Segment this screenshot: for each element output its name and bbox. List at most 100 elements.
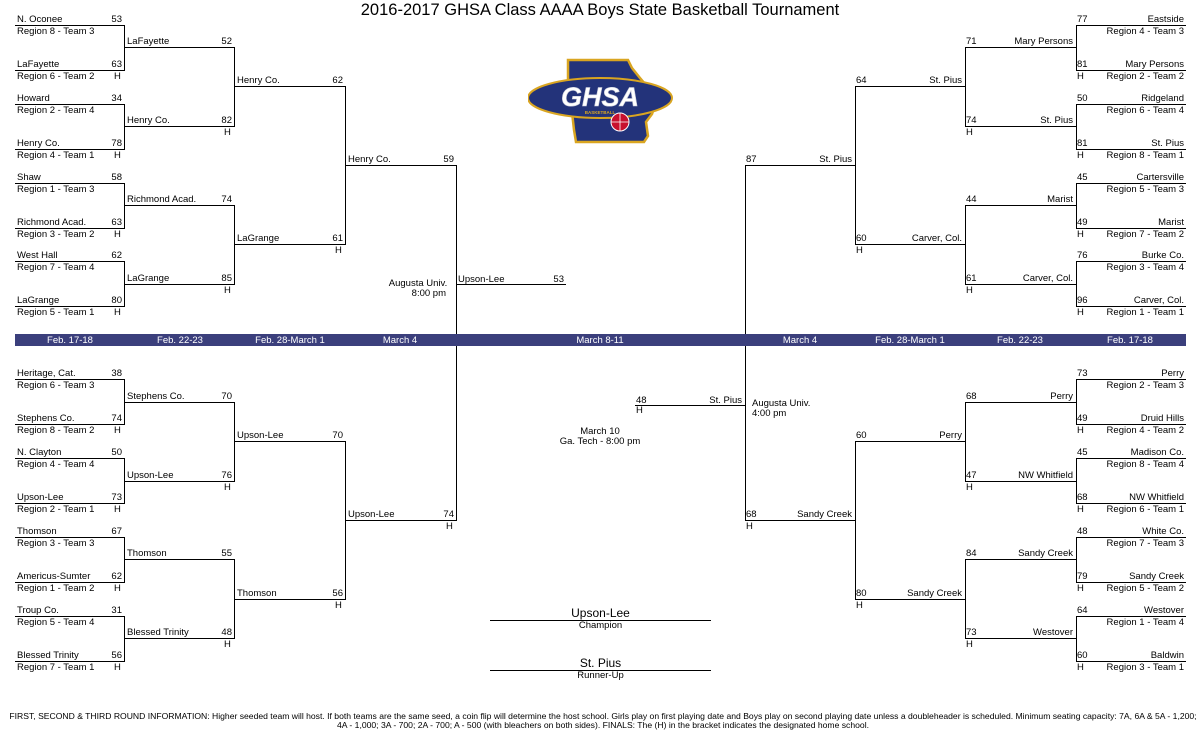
- team-name: NW Whitfield: [1129, 492, 1184, 503]
- r2-line: [965, 638, 1076, 639]
- team-name: Baldwin: [1150, 650, 1184, 661]
- team-score: 52: [221, 36, 232, 47]
- home-indicator: H: [1077, 425, 1084, 436]
- home-indicator: H: [966, 127, 973, 138]
- r3-connector: [855, 86, 856, 245]
- r2-line: [965, 559, 1076, 560]
- r2-line: [124, 402, 234, 403]
- semifinal-line-right: [635, 405, 745, 406]
- semifinal-line-left: [456, 284, 566, 285]
- r1-line: [15, 261, 124, 262]
- team-name: Henry Co.: [17, 138, 60, 149]
- team-score: 64: [856, 75, 867, 86]
- team-score: 77: [1077, 14, 1088, 25]
- team-seed: Region 5 - Team 2: [1106, 583, 1184, 594]
- runner-up-name: St. Pius: [579, 656, 622, 670]
- team-name: Henry Co.: [237, 75, 280, 86]
- r1-line: [1076, 261, 1186, 262]
- team-name: White Co.: [1142, 526, 1184, 537]
- team-seed: Region 3 - Team 2: [17, 229, 95, 240]
- team-score: 96: [1077, 295, 1088, 306]
- r2-line: [965, 481, 1076, 482]
- r1-line: [15, 70, 124, 71]
- team-score: 74: [966, 115, 977, 126]
- home-indicator: H: [1077, 662, 1084, 673]
- r1-line: [15, 616, 124, 617]
- team-seed: Region 6 - Team 2: [17, 71, 95, 82]
- r1-line: [1076, 424, 1186, 425]
- home-indicator: H: [114, 71, 121, 82]
- r3-line: [234, 244, 345, 245]
- home-indicator: H: [446, 521, 453, 532]
- team-score: 76: [1077, 250, 1088, 261]
- team-score: 68: [966, 391, 977, 402]
- team-score: 87: [746, 154, 757, 165]
- home-indicator: H: [856, 600, 863, 611]
- team-name: Blessed Trinity: [17, 650, 79, 661]
- team-score: 80: [856, 588, 867, 599]
- r1-line: [1076, 582, 1186, 583]
- r2-connector: [965, 205, 966, 285]
- round-date-label: March 8-11: [576, 335, 624, 346]
- team-seed: Region 6 - Team 3: [17, 380, 95, 391]
- r1-line: [1076, 616, 1186, 617]
- team-score: 50: [111, 447, 122, 458]
- team-score: 38: [111, 368, 122, 379]
- semifinal-team-score: 48: [636, 395, 647, 406]
- r3-line: [855, 244, 965, 245]
- team-name: Thomson: [17, 526, 57, 537]
- team-seed: Region 2 - Team 1: [17, 504, 95, 515]
- team-score: 74: [443, 509, 454, 520]
- r3-line: [855, 599, 965, 600]
- round-date-label: Feb. 22-23: [997, 335, 1043, 346]
- team-name: St. Pius: [819, 154, 852, 165]
- team-score: 63: [111, 217, 122, 228]
- team-name: Upson-Lee: [17, 492, 64, 503]
- r1-connector: [124, 25, 125, 71]
- r3-line: [234, 599, 345, 600]
- team-score: 62: [332, 75, 343, 86]
- r3-line: [855, 441, 965, 442]
- tournament-rules-note: FIRST, SECOND & THIRD ROUND INFORMATION:…: [9, 711, 1197, 730]
- team-seed: Region 5 - Team 1: [17, 307, 95, 318]
- r1-connector: [124, 616, 125, 662]
- r1-line: [15, 537, 124, 538]
- home-indicator: H: [114, 583, 121, 594]
- team-score: 84: [966, 548, 977, 559]
- round-date-label: March 4: [782, 335, 818, 346]
- home-indicator: H: [966, 639, 973, 650]
- team-name: Eastside: [1147, 14, 1184, 25]
- r2-connector: [234, 47, 235, 127]
- r1-line: [15, 104, 124, 105]
- final-date: March 10: [580, 426, 620, 437]
- team-name: Howard: [17, 93, 50, 104]
- team-score: 78: [111, 138, 122, 149]
- team-name: Carver, Col.: [1022, 273, 1073, 284]
- team-name: Upson-Lee: [237, 430, 284, 441]
- team-score: 58: [111, 172, 122, 183]
- left-semifinal-venue: Augusta Univ.: [388, 278, 448, 289]
- team-score: 70: [221, 391, 232, 402]
- team-score: 74: [111, 413, 122, 424]
- logo-wordmark: GHSA: [561, 82, 639, 112]
- team-name: Richmond Acad.: [17, 217, 87, 228]
- right-semifinal-time: 4:00 pm: [752, 408, 787, 419]
- r2-line: [124, 481, 234, 482]
- team-seed: Region 8 - Team 4: [1106, 459, 1184, 470]
- r1-line: [15, 582, 124, 583]
- r1-line: [15, 458, 124, 459]
- team-name: LaFayette: [127, 36, 170, 47]
- team-seed: Region 2 - Team 3: [1106, 380, 1184, 391]
- team-name: Ridgeland: [1141, 93, 1184, 104]
- ghsa-basketball-logo: GHSA BASKETBALL: [528, 58, 673, 144]
- team-name: Americus-Sumter: [17, 571, 91, 582]
- r1-connector: [1076, 379, 1077, 425]
- r1-line: [1076, 149, 1186, 150]
- team-seed: Region 7 - Team 2: [1106, 229, 1184, 240]
- final-venue: Ga. Tech - 8:00 pm: [559, 436, 641, 447]
- r4-line: [345, 520, 456, 521]
- team-score: 48: [221, 627, 232, 638]
- home-indicator: H: [856, 245, 863, 256]
- semifinal-team-score: 53: [553, 274, 564, 285]
- team-name: Perry: [1161, 368, 1184, 379]
